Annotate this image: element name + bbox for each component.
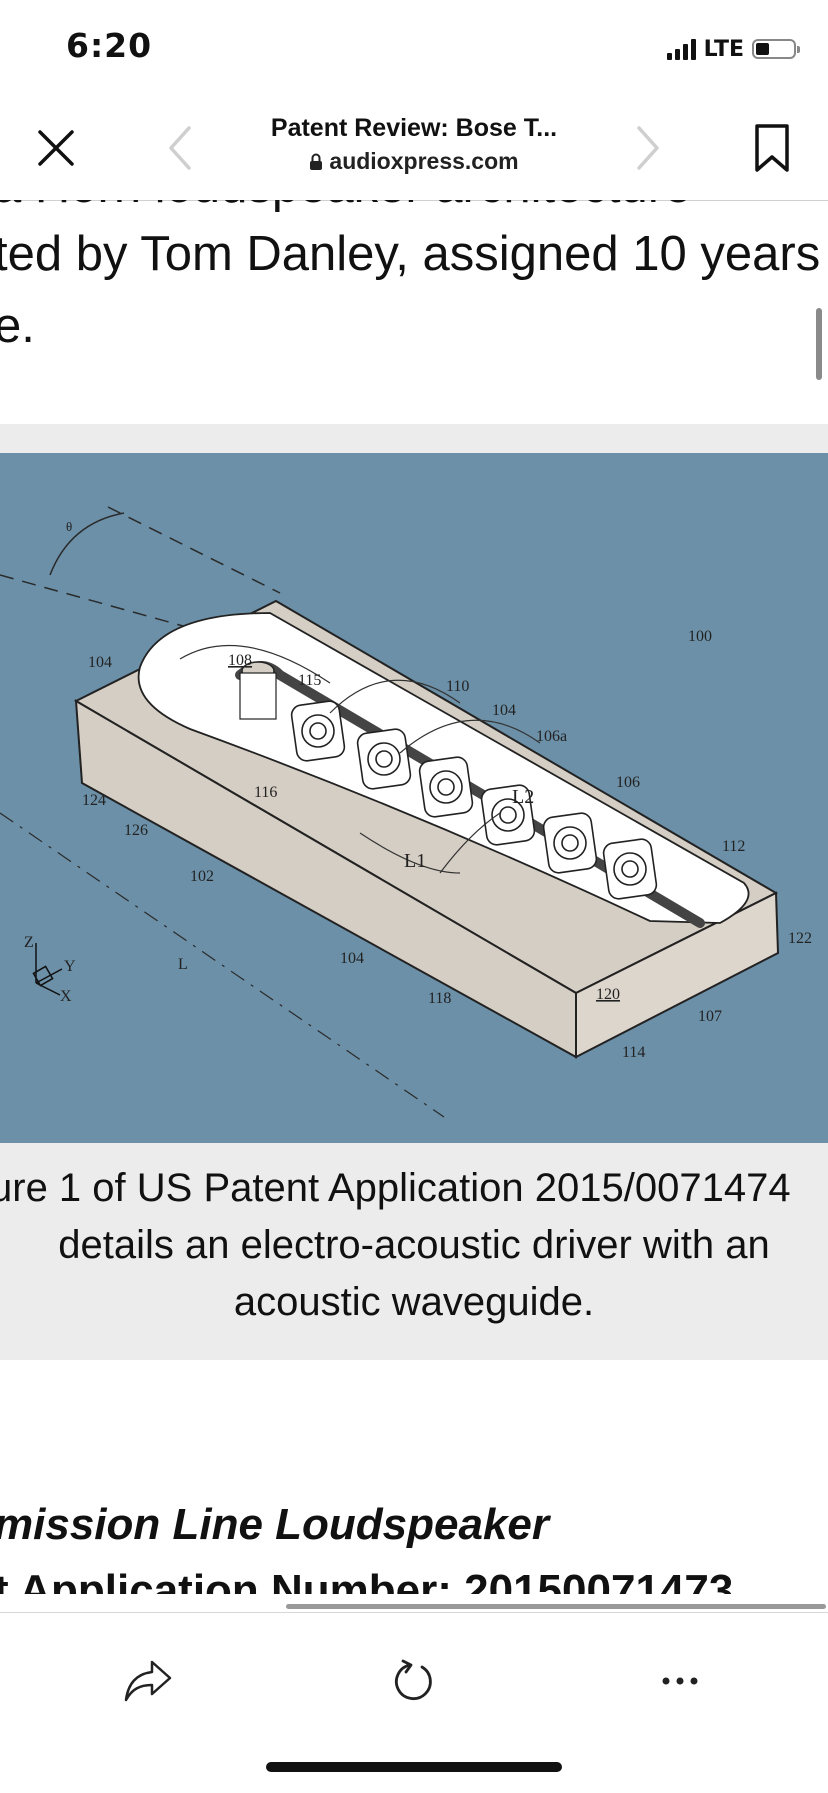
url-label[interactable]: audioxpress.com xyxy=(200,148,628,175)
patent-drawing: 100 104 108 115 110 104 106a 106 112 122… xyxy=(0,506,812,1118)
svg-text:114: 114 xyxy=(622,1044,645,1061)
figure-caption-line: details an electro-acoustic driver with … xyxy=(58,1223,770,1267)
svg-text:104: 104 xyxy=(340,950,364,967)
forward-button[interactable] xyxy=(616,116,680,180)
svg-text:106a: 106a xyxy=(536,728,567,745)
share-icon xyxy=(124,1660,172,1702)
section-heading: mission Line Loudspeaker xyxy=(0,1500,550,1549)
svg-text:126: 126 xyxy=(124,822,148,839)
svg-text:108: 108 xyxy=(228,652,252,669)
patent-figure: 100 104 108 115 110 104 106a 106 112 122… xyxy=(0,453,828,1143)
svg-text:116: 116 xyxy=(254,784,277,801)
svg-text:L1: L1 xyxy=(404,850,426,872)
article-text-line: e. xyxy=(0,299,35,353)
scrollbar[interactable] xyxy=(816,308,822,380)
svg-text:θ: θ xyxy=(66,519,72,534)
reload-icon xyxy=(394,1659,432,1701)
article-text-line: a Horn loudspeaker architecture xyxy=(0,200,691,216)
svg-text:Y: Y xyxy=(64,958,76,975)
url-text: audioxpress.com xyxy=(329,148,519,174)
svg-text:104: 104 xyxy=(88,654,112,671)
svg-text:115: 115 xyxy=(298,672,321,689)
battery-icon xyxy=(752,39,800,59)
back-button[interactable] xyxy=(148,116,212,180)
close-button[interactable] xyxy=(24,116,88,180)
figure-caption-line: ure 1 of US Patent Application 2015/0071… xyxy=(0,1166,791,1210)
bookmark-icon xyxy=(755,124,789,172)
svg-text:102: 102 xyxy=(190,868,214,885)
svg-text:122: 122 xyxy=(788,930,812,947)
home-indicator[interactable] xyxy=(266,1762,562,1772)
browser-nav-bar: Patent Review: Bose T... audioxpress.com xyxy=(0,96,828,201)
lock-icon xyxy=(310,153,323,170)
page-title: Patent Review: Bose T... xyxy=(270,114,558,142)
close-icon xyxy=(38,130,74,166)
svg-text:L2: L2 xyxy=(512,786,534,808)
svg-text:112: 112 xyxy=(722,838,745,855)
svg-text:124: 124 xyxy=(82,792,106,809)
figure-caption-line: acoustic waveguide. xyxy=(233,1280,595,1324)
svg-text:106: 106 xyxy=(616,774,640,791)
svg-text:107: 107 xyxy=(698,1008,722,1025)
svg-text:100: 100 xyxy=(688,628,712,645)
svg-text:X: X xyxy=(60,988,72,1005)
status-indicators: LTE xyxy=(666,34,800,64)
svg-text:110: 110 xyxy=(446,678,469,695)
signal-icon xyxy=(666,38,696,60)
more-icon xyxy=(662,1677,698,1685)
svg-text:104: 104 xyxy=(492,702,516,719)
reload-button[interactable] xyxy=(374,1641,454,1721)
svg-text:118: 118 xyxy=(428,990,451,1007)
network-label: LTE xyxy=(703,36,744,62)
chevron-right-icon xyxy=(637,126,659,170)
svg-text:L: L xyxy=(178,956,188,973)
section-subheading: t Application Number: 20150071473 xyxy=(0,1566,734,1615)
status-time: 6:20 xyxy=(66,26,153,65)
chevron-left-icon xyxy=(169,126,191,170)
svg-text:Z: Z xyxy=(24,934,34,951)
svg-text:120: 120 xyxy=(596,986,620,1003)
share-button[interactable] xyxy=(108,1641,188,1721)
article-text-line: ted by Tom Danley, assigned 10 years xyxy=(0,227,821,281)
horizontal-scrollbar[interactable] xyxy=(286,1604,826,1609)
more-button[interactable] xyxy=(640,1641,720,1721)
bookmark-button[interactable] xyxy=(740,116,804,180)
